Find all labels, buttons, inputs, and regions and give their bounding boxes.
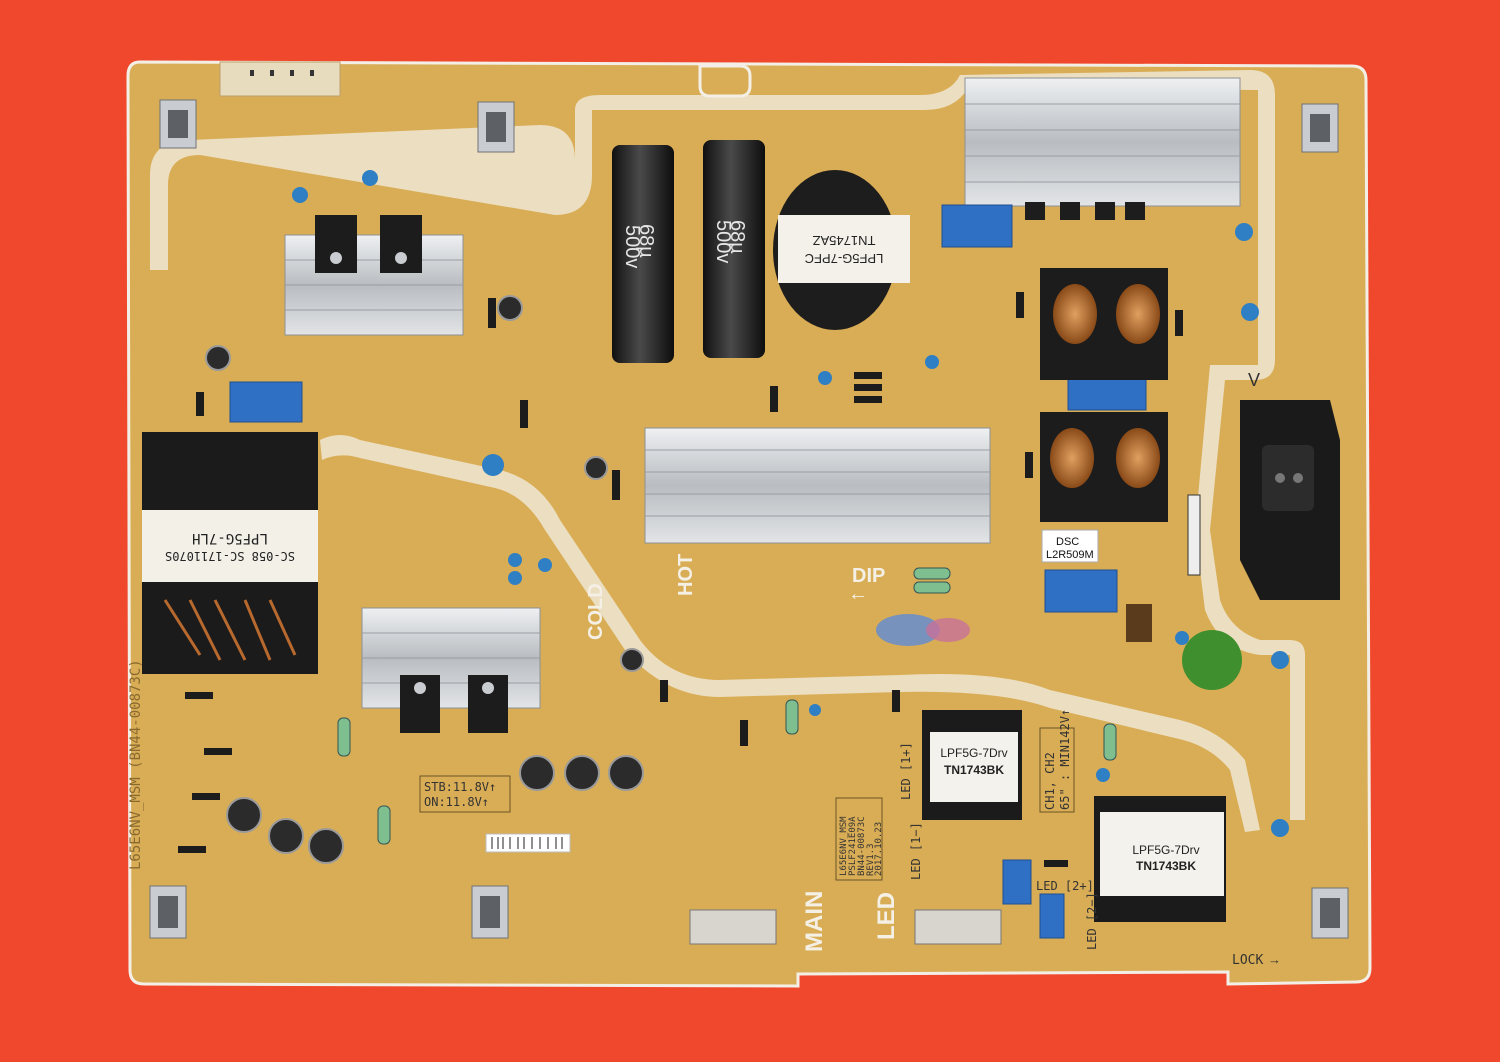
resistors xyxy=(337,567,1117,845)
mount-clip-bottom-left xyxy=(149,885,187,939)
pfc-label-line1: LPF5G-7PFC xyxy=(805,251,884,266)
led-label: LED xyxy=(873,892,900,940)
film-capacitor-5 xyxy=(1002,859,1032,905)
main-xfmr-line1: LPF5G-7LH xyxy=(192,530,268,546)
led-terminal-2p: LED [2+] xyxy=(1036,879,1094,893)
dsc-sticker xyxy=(1041,529,1099,563)
barcode-sticker xyxy=(485,833,571,853)
pfc-inductor: LPF5G-7PFC TN1745AZ xyxy=(773,170,910,330)
mount-clip-bottom-mid xyxy=(471,885,509,939)
isolation-slot xyxy=(150,70,1305,820)
main-label: MAIN xyxy=(801,891,828,952)
film-capacitor-4 xyxy=(1044,569,1118,613)
lock-arrow: → xyxy=(1268,952,1281,967)
small-capacitors xyxy=(205,295,644,864)
emi-choke-top xyxy=(1040,268,1168,380)
main-xfmr-line2: SC-058 SC-1711070S xyxy=(165,549,295,563)
led1-xfmr-line1: LPF5G-7Drv xyxy=(940,746,1007,760)
board-info-3: BN44-00873C xyxy=(857,816,867,876)
board-info-1: L65E6NV_MSM xyxy=(839,816,849,876)
small-inductor xyxy=(1126,604,1152,642)
on-label: ON:11.8V↑ xyxy=(424,795,489,809)
bulk-cap-2-value: 68µ xyxy=(726,220,748,254)
film-capacitor-1 xyxy=(941,204,1013,248)
top-connector xyxy=(219,61,341,97)
led2-xfmr-line2: TN1743BK xyxy=(1136,859,1196,873)
led-transformer-1: LPF5G-7Drv TN1743BK xyxy=(922,710,1022,820)
dip-arrow: ← xyxy=(848,583,868,605)
heatsink-top-left xyxy=(284,215,464,336)
ch-spec: 65" : MIN142V↑ xyxy=(1058,709,1072,810)
mount-clip-top-right xyxy=(1301,103,1339,153)
pfc-label-line2: TN1745AZ xyxy=(813,233,876,248)
led1-xfmr-line2: TN1743BK xyxy=(944,763,1004,777)
hologram-sticker xyxy=(876,614,940,646)
ac-inlet xyxy=(1240,400,1340,600)
led-terminal-1p: LED [1+] xyxy=(899,742,913,800)
ch-label: CH1, CH2 xyxy=(1043,752,1057,810)
bulk-cap-1-voltage: 500v xyxy=(621,225,643,268)
board-info-block: L65E6NV_MSM PSLF241E09A BN44-00873C REV1… xyxy=(835,797,884,881)
film-capacitor-2 xyxy=(229,381,303,423)
heatsink-bottom-left xyxy=(361,607,541,733)
bulk-capacitor-1: 500v 68µ xyxy=(612,145,674,363)
dsc-label: DSC xyxy=(1056,536,1079,548)
led-terminal-2m: LED [2−] xyxy=(1085,892,1099,950)
inlet-mark: V xyxy=(1248,370,1260,390)
main-connector xyxy=(689,909,777,945)
main-transformer: LPF5G-7LH SC-058 SC-1711070S xyxy=(142,432,318,674)
led2-xfmr-line1: LPF5G-7Drv xyxy=(1132,843,1199,857)
ceramic-capacitors xyxy=(292,170,1289,837)
heatsink-top-right xyxy=(964,77,1241,220)
emi-choke-bottom xyxy=(1040,412,1168,522)
lot-label: L2R509M xyxy=(1046,549,1094,561)
mount-clip-top-left xyxy=(159,99,197,149)
board-info-5: 2017.10.23 xyxy=(874,822,884,876)
varistor xyxy=(1182,630,1242,690)
ch-box xyxy=(1039,727,1075,813)
hot-label: HOT xyxy=(675,554,697,596)
mount-clip-top-mid xyxy=(477,101,515,153)
isolation-slot-lower xyxy=(320,435,1260,832)
hologram-sticker-2 xyxy=(926,618,970,642)
led-transformer-2: LPF5G-7Drv TN1743BK xyxy=(1094,796,1226,922)
film-capacitor-6 xyxy=(1039,893,1065,939)
voltage-box xyxy=(419,775,511,813)
model-edge-label: L65E6NV_MSM (BN44-00873C) xyxy=(128,659,144,870)
bulk-cap-2-voltage: 500v xyxy=(712,220,734,263)
d-mark xyxy=(698,64,752,98)
board-info-2: PSLF241E09A xyxy=(848,816,858,876)
bulk-capacitor-2: 500v 68µ xyxy=(703,140,765,358)
board-info-4: REV1.3 xyxy=(866,843,876,876)
led-terminal-1m: LED [1−] xyxy=(909,822,923,880)
diodes xyxy=(178,292,1201,867)
bulk-cap-1-value: 68µ xyxy=(635,224,657,258)
led-connector xyxy=(914,909,1002,945)
lock-label: LOCK xyxy=(1232,953,1263,968)
dip-label: DIP xyxy=(852,565,885,587)
mount-clip-bottom-right xyxy=(1311,887,1349,939)
stb-label: STB:11.8V↑ xyxy=(424,780,496,794)
cold-label: COLD xyxy=(585,583,607,640)
heatsink-center xyxy=(644,427,991,544)
